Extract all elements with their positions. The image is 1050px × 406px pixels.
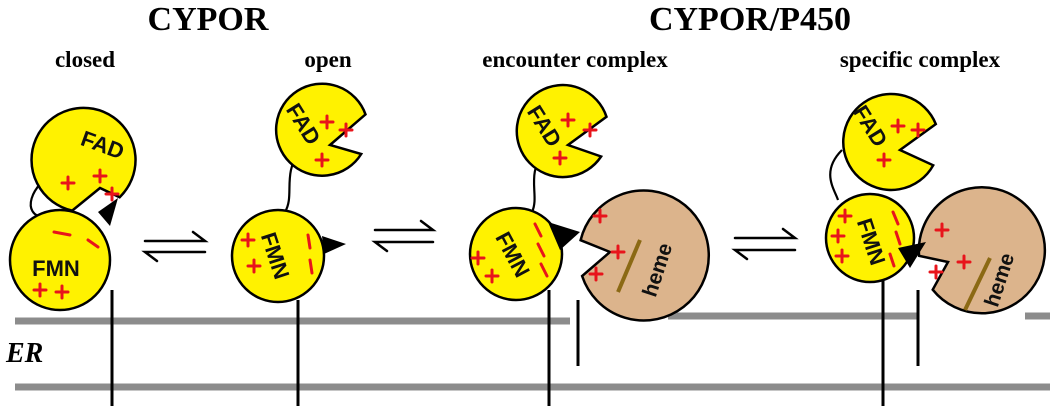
cofactor-wedge <box>548 222 580 250</box>
minus-charge-icon <box>306 233 312 250</box>
fad-domain <box>842 92 938 192</box>
state-label-closed: closed <box>55 47 115 72</box>
minus-charge-icon <box>533 222 543 238</box>
cypor-p450-title: CYPOR/P450 <box>649 1 851 38</box>
encounter-complex: FAD heme FMN <box>468 83 710 406</box>
fad-domain <box>274 82 367 177</box>
fmn-domain <box>230 208 326 304</box>
minus-charge-icon <box>308 258 314 275</box>
specific-complex: FAD heme FMN <box>824 92 1047 406</box>
heme-bar <box>616 239 642 293</box>
heme-bar <box>963 257 992 311</box>
minus-charge-icon <box>888 252 896 268</box>
closed-state-cypor: FAD FMN <box>8 106 137 406</box>
fmn-domain <box>8 208 112 312</box>
minus-charge-icon <box>891 210 900 226</box>
minus-charge-icon <box>86 238 100 249</box>
equilibrium-arrows-icon <box>731 227 799 261</box>
fad-domain <box>30 106 137 212</box>
fad-domain <box>515 83 608 179</box>
minus-charge-icon <box>539 262 549 278</box>
minus-charge-icon <box>536 242 546 258</box>
state-label-open: open <box>304 47 352 72</box>
state-label-specific: specific complex <box>840 47 1001 72</box>
minus-charge-icon <box>52 230 72 237</box>
cofactor-wedge <box>322 236 346 254</box>
fmn-label: FMN <box>32 256 80 281</box>
er-label: ER <box>5 338 43 369</box>
equilibrium-arrows-icon <box>141 230 209 263</box>
hinge-linker <box>829 149 843 201</box>
cypor-title: CYPOR <box>148 1 269 38</box>
cofactor-wedge <box>98 198 118 226</box>
p450-domain <box>579 189 710 322</box>
open-state-cypor: FAD FMN <box>230 82 367 406</box>
state-label-encounter: encounter complex <box>482 47 668 72</box>
p450-domain <box>917 186 1047 315</box>
equilibrium-arrows-icon <box>371 219 437 253</box>
cofactor-wedge <box>898 242 926 268</box>
minus-charge-icon <box>894 230 902 246</box>
